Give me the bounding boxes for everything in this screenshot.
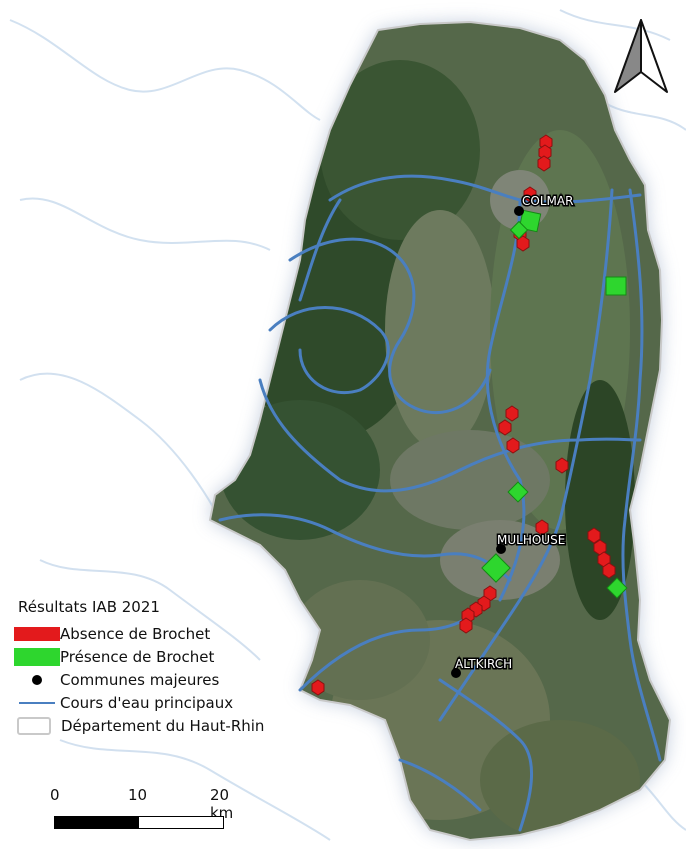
scale-tick-10: 10 [128, 786, 148, 804]
commune-label-mulhouse: MULHOUSE [497, 533, 565, 547]
absence-marker [506, 437, 520, 454]
presence-marker [481, 553, 511, 583]
commune-dot-colmar [514, 206, 524, 216]
legend-label: Absence de Brochet [60, 624, 211, 643]
presence-marker [605, 276, 627, 296]
absence-markers [311, 134, 616, 696]
legend-item-absence: Absence de Brochet [14, 622, 314, 645]
communes: COLMAR MULHOUSE ALTKIRCH [451, 193, 575, 678]
department-swatch [17, 716, 51, 735]
scale-segment-white [139, 817, 223, 828]
presence-marker [606, 577, 628, 599]
absence-marker [523, 186, 537, 203]
legend-label: Département du Haut-Rhin [61, 716, 265, 735]
legend-item-department: Département du Haut-Rhin [14, 714, 314, 737]
absence-marker [516, 235, 530, 252]
legend-label: Communes majeures [60, 670, 220, 689]
absence-marker [311, 679, 325, 696]
legend-item-communes: Communes majeures [14, 668, 314, 691]
absence-swatch [14, 626, 60, 641]
absence-marker [602, 562, 616, 579]
scale-tick-0: 0 [50, 786, 60, 804]
scale-segment-black [55, 817, 139, 828]
legend-label: Présence de Brochet [60, 647, 215, 666]
commune-dot-mulhouse [496, 544, 506, 554]
legend-title: Résultats IAB 2021 [18, 598, 160, 616]
scale-bar: 0 10 20 km [40, 786, 240, 836]
absence-marker [535, 519, 549, 536]
background-rivers [9, 9, 686, 841]
commune-label-colmar: COLMAR [522, 194, 573, 208]
absence-marker [498, 419, 512, 436]
legend-item-rivers: Cours d'eau principaux [14, 691, 314, 714]
north-arrow-icon [614, 19, 668, 93]
commune-dot-altkirch [451, 668, 461, 678]
absence-marker [555, 457, 569, 474]
presence-marker [509, 220, 529, 240]
legend-item-presence: Présence de Brochet [14, 645, 314, 668]
presence-marker [507, 481, 529, 503]
commune-label-altkirch: ALTKIRCH [455, 657, 512, 671]
legend-label: Cours d'eau principaux [60, 693, 234, 712]
commune-swatch [14, 674, 60, 685]
presence-marker [518, 209, 542, 233]
absence-marker [587, 527, 601, 544]
main-rivers [218, 174, 662, 832]
absence-marker [505, 405, 519, 422]
presence-markers [481, 209, 628, 599]
map-legend: Résultats IAB 2021 Absence de Brochet Pr… [14, 598, 314, 737]
scale-bar-graphic [54, 816, 224, 829]
absence-marker [537, 155, 551, 172]
presence-swatch [14, 647, 60, 666]
absence-marker [459, 617, 473, 634]
river-swatch [14, 701, 60, 704]
